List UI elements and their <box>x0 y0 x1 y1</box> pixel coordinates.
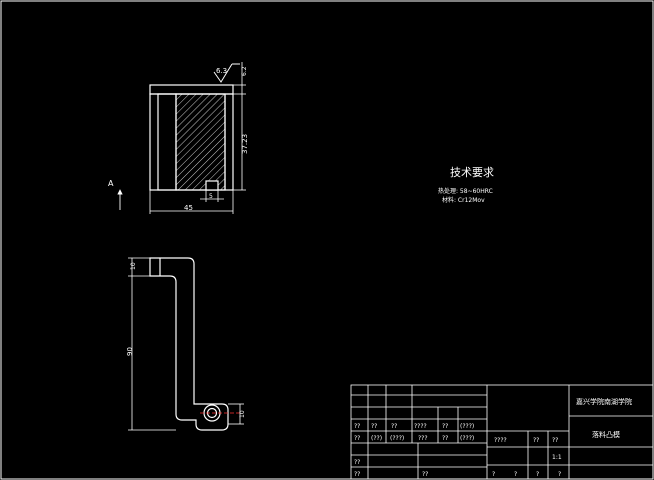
title-block-row2: ?? (??) (???) ??? ?? (???) <box>354 435 474 442</box>
top-view-cap <box>149 84 234 95</box>
top-view-height-dimension <box>233 62 246 191</box>
title-block <box>350 384 654 480</box>
dim-lower-bottom: 10 <box>239 410 246 418</box>
top-view <box>149 84 234 191</box>
top-view-hatched-section <box>175 93 226 191</box>
title-block-school: 嘉兴学院南湖学院 <box>576 397 632 406</box>
dim-height: 37.23 <box>241 134 249 154</box>
tech-requirements-title: 技术要求 <box>450 166 494 179</box>
svg-text:????: ???? <box>494 437 507 444</box>
svg-text:??: ?? <box>391 423 397 430</box>
svg-text:??: ?? <box>354 423 360 430</box>
lower-view-dimensions <box>128 257 244 431</box>
top-view-width-dimension <box>149 190 234 214</box>
dim-lower-height: 90 <box>126 347 134 356</box>
roughness-value: 6.3 <box>216 67 227 75</box>
title-block-part-name: 落料凸模 <box>592 430 620 439</box>
top-view-inner-left <box>157 93 177 191</box>
svg-text:??: ?? <box>371 423 377 430</box>
dim-lower-top: 10 <box>130 262 137 270</box>
svg-text:??: ?? <box>533 437 539 444</box>
svg-text:??: ?? <box>442 423 448 430</box>
svg-text:????: ???? <box>414 423 427 430</box>
svg-text:?: ? <box>536 471 539 478</box>
view-arrow-label: A <box>108 179 114 188</box>
svg-text:??: ?? <box>354 459 360 466</box>
roughness-symbol <box>213 63 240 83</box>
title-block-row5: ?? ?? <box>354 471 428 478</box>
svg-text:(???): (???) <box>460 435 474 442</box>
dim-slot: 5 <box>209 193 213 200</box>
title-block-row2-right: ???? ?? ?? <box>494 437 558 444</box>
svg-text:(??): (??) <box>371 435 382 442</box>
svg-text:??: ?? <box>552 437 558 444</box>
dim-top-small: 6.2 <box>241 66 248 76</box>
svg-text:?: ? <box>558 471 561 478</box>
svg-text:??: ?? <box>422 471 428 478</box>
title-block-row5-right: ? ? ? ? <box>492 471 561 478</box>
title-block-scale: 1:1 <box>552 454 562 461</box>
svg-text:?: ? <box>514 471 517 478</box>
dim-width: 45 <box>184 204 193 212</box>
tech-requirement-line: 材料: Cr12Mov <box>442 196 485 204</box>
title-block-row1: ?? ?? ?? ???? ?? (???) <box>354 423 474 430</box>
svg-text:?: ? <box>492 471 495 478</box>
svg-text:(???): (???) <box>390 435 404 442</box>
svg-text:??: ?? <box>442 435 448 442</box>
svg-text:??: ?? <box>354 471 360 478</box>
tech-requirement-line: 热处理: 58~60HRC <box>438 187 493 195</box>
lower-view <box>149 257 229 431</box>
punch-profile-outline <box>149 257 229 431</box>
top-view-slot <box>205 180 219 191</box>
svg-text:??: ?? <box>354 435 360 442</box>
title-block-row4: ?? <box>354 459 360 466</box>
svg-text:(???): (???) <box>460 423 474 430</box>
svg-text:???: ??? <box>418 435 428 442</box>
